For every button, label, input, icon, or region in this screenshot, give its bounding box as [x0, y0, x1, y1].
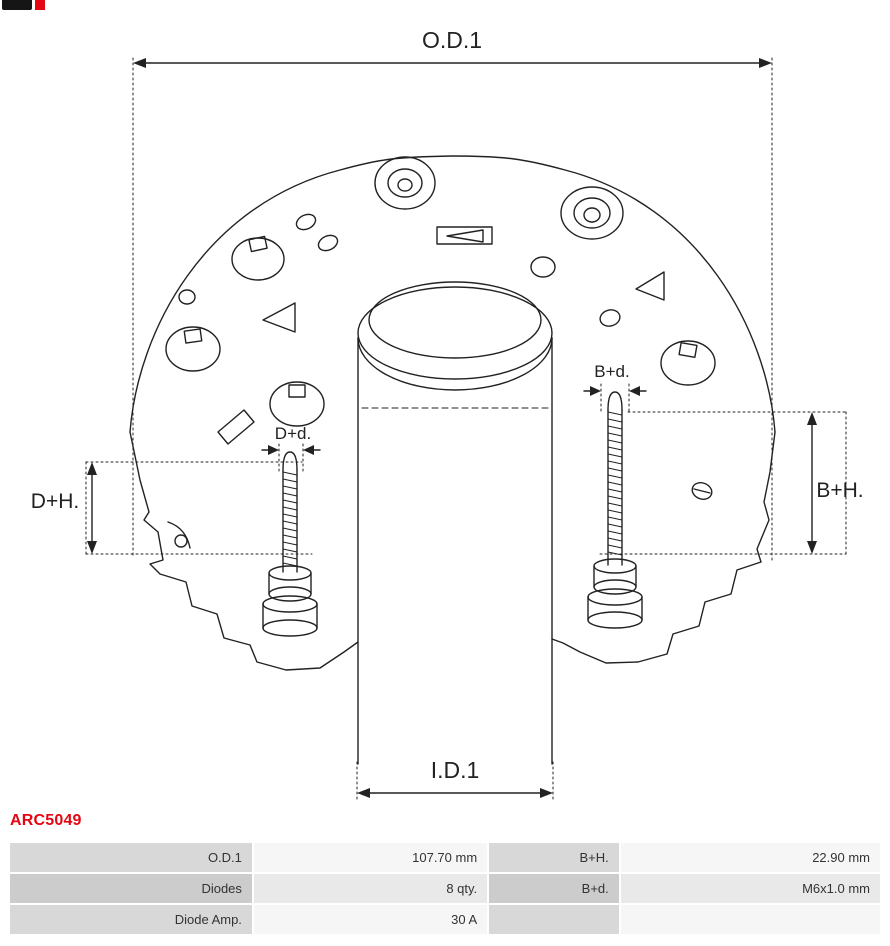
spec-label-diode-amp: Diode Amp. — [10, 905, 252, 934]
dd-label: D+d. — [275, 424, 311, 443]
spec-label-bd: B+d. — [489, 874, 619, 903]
bh-label: B+H. — [816, 479, 863, 502]
spec-value-empty — [620, 905, 880, 934]
od1-label: O.D.1 — [422, 27, 482, 53]
dh-label: D+H. — [31, 490, 79, 513]
center-bore — [357, 281, 553, 765]
diode-holes — [165, 156, 716, 500]
dimension-od1: O.D.1 — [132, 27, 773, 561]
rectifier-technical-drawing: O.D.1 I.D.1 D+H. D+d. — [31, 27, 864, 803]
logo-black-mark — [2, 0, 32, 10]
spec-label-empty — [489, 905, 619, 934]
dimension-bh: B+H. — [599, 411, 864, 555]
rectifier-body-outline — [129, 155, 776, 671]
spec-label-bh: B+H. — [489, 843, 619, 872]
spec-value-bd: M6x1.0 mm — [620, 874, 880, 903]
spec-row: Diodes 8 qty. B+d. M6x1.0 mm — [10, 874, 880, 903]
spec-value-diodes: 8 qty. — [253, 874, 488, 903]
spec-label-od1: O.D.1 — [10, 843, 252, 872]
dimension-bd: B+d. — [583, 362, 647, 415]
spec-value-od1: 107.70 mm — [253, 843, 488, 872]
spec-value-diode-amp: 30 A — [253, 905, 488, 934]
part-number: ARC5049 — [10, 812, 82, 829]
spec-label-diodes: Diodes — [10, 874, 252, 903]
id1-label: I.D.1 — [431, 757, 480, 783]
dimension-dd: D+d. — [261, 424, 321, 473]
dimension-dh: D+H. — [31, 461, 313, 555]
spec-value-bh: 22.90 mm — [620, 843, 880, 872]
right-bolt — [587, 391, 643, 629]
left-bolt — [262, 451, 318, 637]
bd-label: B+d. — [594, 362, 629, 381]
logo-red-mark — [35, 0, 45, 10]
dimension-id1: I.D.1 — [356, 757, 554, 803]
spec-row: Diode Amp. 30 A — [10, 905, 880, 934]
spec-row: O.D.1 107.70 mm B+H. 22.90 mm — [10, 843, 880, 872]
spec-table: O.D.1 107.70 mm B+H. 22.90 mm Diodes 8 q… — [8, 841, 882, 936]
as-pl-logo-fragment — [0, 0, 48, 11]
